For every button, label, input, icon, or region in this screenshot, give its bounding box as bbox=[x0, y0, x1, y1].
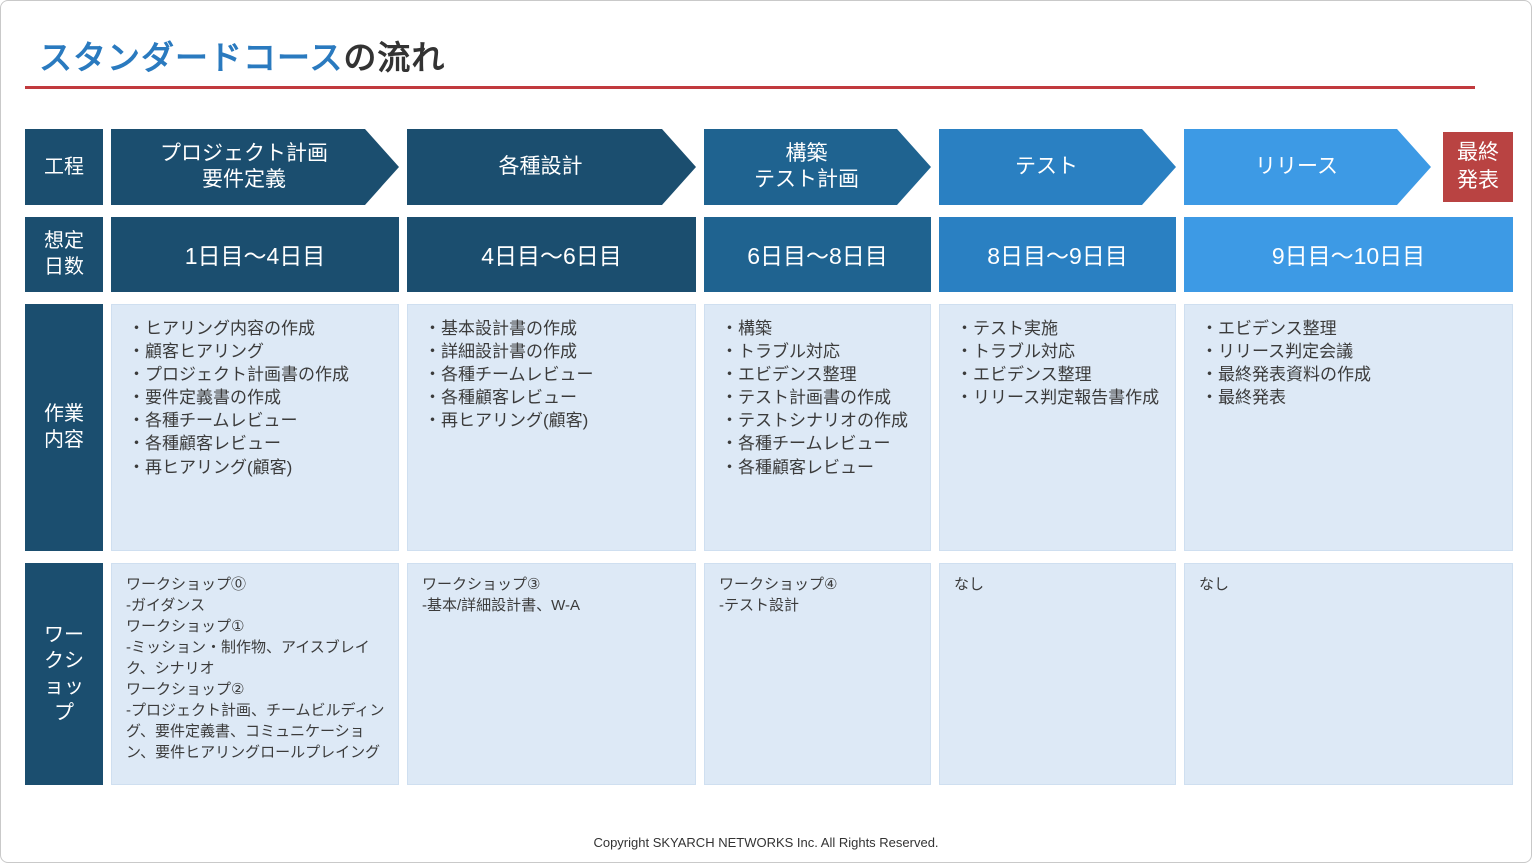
workshop-cell: ワークショップ③ -基本/詳細設計書、W-A bbox=[407, 562, 696, 785]
stage-cell: 構築 テスト計画 bbox=[704, 129, 931, 205]
workshop-row: ワークショップ ワークショップ⓪ -ガイダンス ワークショップ① -ミッション・… bbox=[25, 562, 1531, 785]
stage-arrow: テスト bbox=[939, 129, 1176, 205]
work-item: ・テストシナリオの作成 bbox=[721, 411, 908, 431]
workshop-cell: ワークショップ⓪ -ガイダンス ワークショップ① -ミッション・制作物、アイスブ… bbox=[111, 562, 399, 785]
work-item: ・ヒアリング内容の作成 bbox=[128, 318, 315, 338]
work-item: ・各種チームレビュー bbox=[128, 411, 298, 431]
work-item: ・顧客ヒアリング bbox=[128, 342, 264, 362]
work-cell: ・エビデンス整理・リリース判定会議・最終発表資料の作成・最終発表 bbox=[1184, 303, 1513, 551]
work-item: ・各種チームレビュー bbox=[721, 434, 891, 454]
page-title-rest: の流れ bbox=[343, 39, 446, 76]
work-item: ・エビデンス整理 bbox=[721, 365, 857, 385]
page-title: スタンダードコースの流れ bbox=[1, 1, 1531, 77]
process-row: 工程 プロジェクト計画 要件定義各種設計構築 テスト計画テストリリース最終 発表 bbox=[25, 128, 1531, 205]
work-cell: ・ヒアリング内容の作成・顧客ヒアリング・プロジェクト計画書の作成・要件定義書の作… bbox=[111, 303, 399, 551]
days-cell: 8日目〜9日目 bbox=[939, 216, 1176, 292]
days-cell: 4日目〜6日目 bbox=[407, 216, 696, 292]
work-item: ・最終発表 bbox=[1201, 388, 1286, 408]
work-cell: ・テスト実施・トラブル対応・エビデンス整理・リリース判定報告書作成 bbox=[939, 303, 1176, 551]
work-item: ・エビデンス整理 bbox=[956, 365, 1092, 385]
work-item: ・各種顧客レビュー bbox=[721, 457, 874, 477]
row-label-process: 工程 bbox=[25, 128, 103, 205]
work-item: ・リリース判定会議 bbox=[1201, 342, 1354, 362]
stage-arrow: 構築 テスト計画 bbox=[704, 129, 931, 205]
workshop-cell: ワークショップ④ -テスト設計 bbox=[704, 562, 931, 785]
stage-cell: リリース最終 発表 bbox=[1184, 129, 1513, 205]
work-item: ・エビデンス整理 bbox=[1201, 318, 1337, 338]
page-title-highlight: スタンダードコース bbox=[39, 39, 344, 76]
days-cell: 6日目〜8日目 bbox=[704, 216, 931, 292]
work-cell: ・基本設計書の作成・詳細設計書の作成・各種チームレビュー・各種顧客レビュー・再ヒ… bbox=[407, 303, 696, 551]
work-item: ・各種顧客レビュー bbox=[424, 388, 577, 408]
final-stage-box: 最終 発表 bbox=[1443, 131, 1513, 202]
workshop-cell: なし bbox=[939, 562, 1176, 785]
stage-cell: テスト bbox=[939, 129, 1176, 205]
days-cell: 1日目〜4日目 bbox=[111, 216, 399, 292]
work-item: ・基本設計書の作成 bbox=[424, 318, 577, 338]
row-label-days: 想定日数 bbox=[25, 216, 103, 292]
work-item: ・各種チームレビュー bbox=[424, 365, 594, 385]
work-item: ・要件定義書の作成 bbox=[128, 388, 281, 408]
work-item: ・トラブル対応 bbox=[956, 342, 1075, 362]
stage-arrow: 各種設計 bbox=[407, 129, 696, 205]
work-item: ・再ヒアリング(顧客) bbox=[424, 411, 589, 431]
days-cell: 9日目〜10日目 bbox=[1184, 216, 1513, 292]
stage-cell: プロジェクト計画 要件定義 bbox=[111, 129, 399, 205]
footer-copyright: Copyright SKYARCH NETWORKS Inc. All Righ… bbox=[593, 835, 939, 850]
stage-arrow: リリース bbox=[1184, 129, 1431, 205]
work-item: ・テスト計画書の作成 bbox=[721, 388, 891, 408]
stage-cell: 各種設計 bbox=[407, 129, 696, 205]
work-item: ・再ヒアリング(顧客) bbox=[128, 457, 293, 477]
process-table: 工程 プロジェクト計画 要件定義各種設計構築 テスト計画テストリリース最終 発表… bbox=[25, 128, 1531, 785]
title-underline bbox=[25, 85, 1475, 89]
workshop-cell: なし bbox=[1184, 562, 1513, 785]
row-label-work: 作業内容 bbox=[25, 303, 103, 551]
stage-arrow: プロジェクト計画 要件定義 bbox=[111, 129, 399, 205]
work-item: ・プロジェクト計画書の作成 bbox=[128, 365, 349, 385]
work-row: 作業内容 ・ヒアリング内容の作成・顧客ヒアリング・プロジェクト計画書の作成・要件… bbox=[25, 303, 1531, 551]
work-item: ・テスト実施 bbox=[956, 318, 1058, 338]
work-item: ・構築 bbox=[721, 318, 772, 338]
row-label-workshop: ワークショップ bbox=[25, 562, 103, 785]
work-item: ・詳細設計書の作成 bbox=[424, 342, 577, 362]
work-item: ・各種顧客レビュー bbox=[128, 434, 281, 454]
work-item: ・リリース判定報告書作成 bbox=[956, 388, 1160, 408]
work-cell: ・構築・トラブル対応・エビデンス整理・テスト計画書の作成・テストシナリオの作成・… bbox=[704, 303, 931, 551]
work-item: ・トラブル対応 bbox=[721, 342, 840, 362]
work-item: ・最終発表資料の作成 bbox=[1201, 365, 1371, 385]
